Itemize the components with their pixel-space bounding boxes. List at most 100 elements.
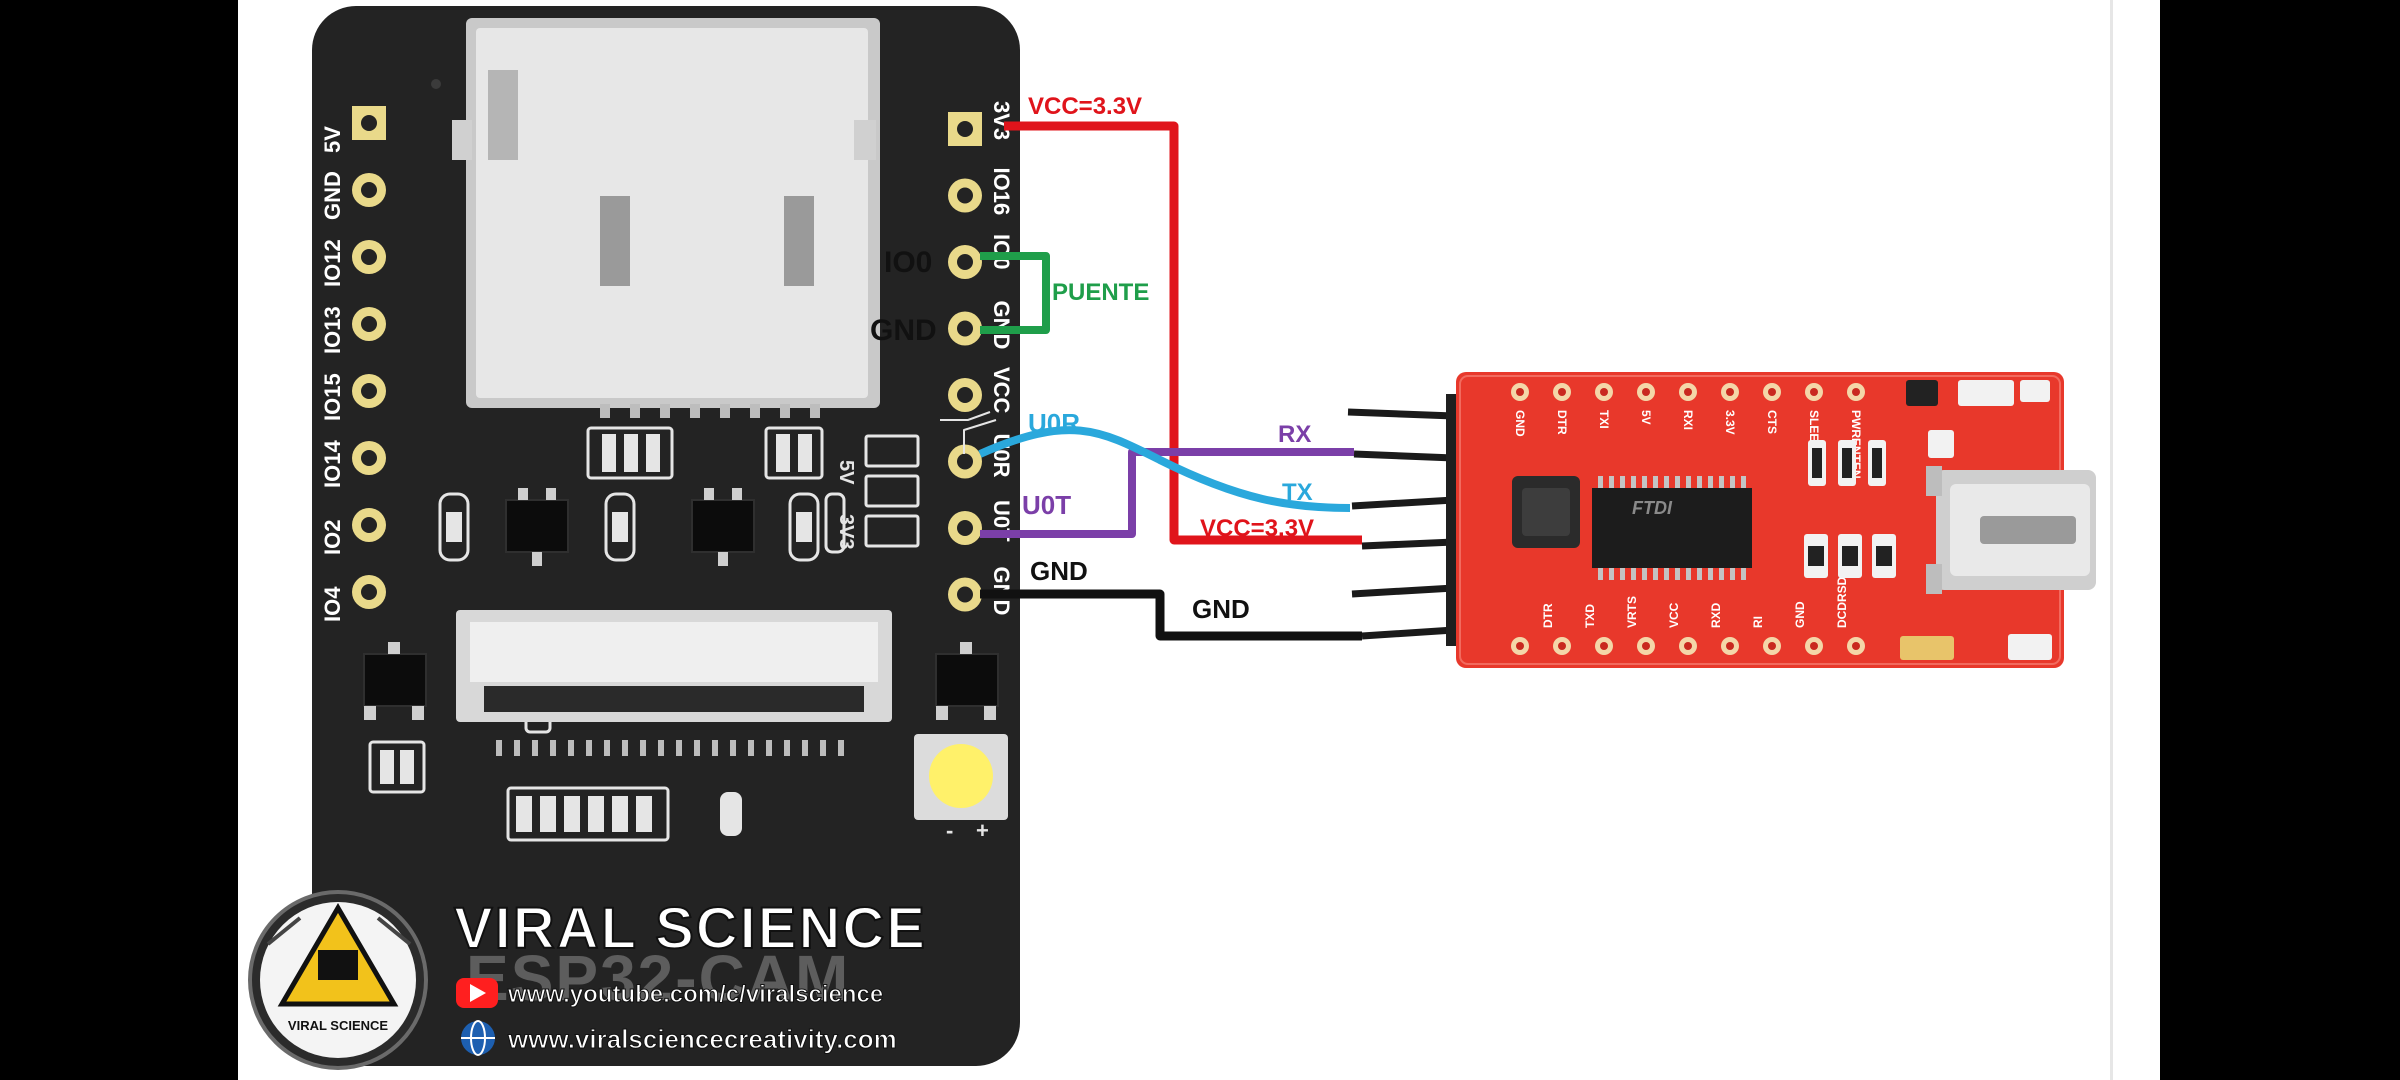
- ftdi-bottom-label: TXD: [1583, 604, 1597, 628]
- ftdi-top-label: DTR: [1555, 410, 1569, 435]
- esp32-left-pin-label: IO2: [320, 520, 345, 555]
- ftdi-bottom-label: RI: [1751, 616, 1765, 628]
- label-gnd-left: GND: [870, 314, 937, 347]
- chip-leg: [1664, 568, 1669, 580]
- logo-chip-icon: [318, 950, 358, 980]
- board-silk-3v3: 3V3: [835, 514, 857, 550]
- ftdi-chip-label: FTDI: [1632, 498, 1673, 518]
- flash-led: - +: [914, 734, 1008, 843]
- chip-leg: [1609, 568, 1614, 580]
- chip-leg: [1697, 476, 1702, 488]
- chip-leg: [1598, 476, 1603, 488]
- chip-leg: [1609, 476, 1614, 488]
- youtube-url[interactable]: www.youtube.com/c/viralscience: [507, 981, 884, 1009]
- right-pads: [948, 178, 982, 612]
- board-silk-5v: 5V: [835, 460, 857, 485]
- wire-vcc: [1004, 121, 1362, 545]
- wire-u0r-tx: [978, 426, 1351, 512]
- chip-leg: [1631, 476, 1636, 488]
- esp32-left-pin-label: IO15: [320, 373, 345, 421]
- esp32-left-pin-label: GND: [320, 171, 345, 220]
- chip-leg: [1675, 568, 1680, 580]
- ftdi-chip-body: [1592, 488, 1752, 568]
- label-rx: RX: [1278, 421, 1311, 448]
- chip-leg: [1741, 568, 1746, 580]
- label-tx: TX: [1282, 479, 1313, 506]
- chip-leg: [1730, 568, 1735, 580]
- chip-leg: [1675, 476, 1680, 488]
- chip-leg: [1697, 568, 1702, 580]
- esp32-left-pin-label: IO4: [320, 586, 345, 622]
- logo-probe-icon: [266, 916, 302, 946]
- chip-leg: [1741, 476, 1746, 488]
- ftdi-top-label: CTS: [1765, 410, 1779, 434]
- label-vcc-top: VCC=3.3V: [1028, 93, 1142, 120]
- smd-row-fill: [380, 750, 742, 836]
- ftdi-bottom-label: DTR: [1541, 603, 1555, 628]
- ftdi-header-pins: [1347, 408, 1455, 640]
- ftdi-top-label: 5V: [1639, 410, 1653, 425]
- label-io0: IO0: [884, 246, 932, 279]
- wire-labels: VCC=3.3V IO0 GND PUENTE U0R U0T GND RX T…: [870, 93, 1314, 624]
- chip-leg: [1620, 568, 1625, 580]
- esp32-cam-board: - + 5V 3V3 ESP32-CAM 5VGNDIO12IO13IO15IO…: [312, 6, 1020, 1066]
- chip-leg: [1686, 568, 1691, 580]
- silk-line: [940, 411, 991, 421]
- ftdi-top-label: TXI: [1597, 410, 1611, 429]
- label-gnd-wire: GND: [1030, 556, 1088, 586]
- wires: [963, 121, 1362, 641]
- chip-leg: [1642, 568, 1647, 580]
- ftdi-top-label: SLEEP: [1807, 410, 1821, 449]
- chip-leg: [1642, 476, 1647, 488]
- ftdi-bottom-pads: [1511, 637, 1865, 655]
- ftdi-chip: FTDI: [1592, 476, 1752, 580]
- board-name: ESP32-CAM: [466, 942, 850, 1014]
- letterbox-left: [0, 0, 238, 1080]
- chip-leg: [1653, 568, 1658, 580]
- chip-leg: [1631, 568, 1636, 580]
- ftdi-bottom-label: DCDRSD: [1835, 576, 1849, 628]
- label-gnd-bottom: GND: [1192, 594, 1250, 624]
- chip-leg: [1598, 568, 1603, 580]
- smd-row: [368, 740, 670, 842]
- logo-text: VIRAL SCIENCE: [288, 1018, 388, 1033]
- mini-usb-port: [1926, 466, 2096, 594]
- silk-3v3: 3V3: [835, 514, 857, 550]
- website-url[interactable]: www.viralsciencecreativity.com: [507, 1024, 898, 1055]
- chip-leg: [1708, 568, 1713, 580]
- ftdi-component-fills: [1808, 448, 1892, 566]
- chip-leg: [1686, 476, 1691, 488]
- logo-tool-icon: [376, 916, 412, 946]
- chip-leg: [1664, 476, 1669, 488]
- esp32-right-pin-label: 3V3: [989, 101, 1014, 140]
- wire-u0t-rx: [980, 448, 1354, 538]
- chip-leg: [1719, 476, 1724, 488]
- ftdi-top-label: GND: [1513, 410, 1527, 437]
- led-plus: +: [976, 818, 989, 843]
- esp32-left-pin-label: IO13: [320, 306, 345, 354]
- chip-leg: [1719, 568, 1724, 580]
- esp32-right-pin-label: IO16: [989, 168, 1014, 216]
- left-pads: [352, 173, 386, 609]
- esp32-right-pin-label: GND: [989, 301, 1014, 350]
- letterbox-right: [2160, 0, 2400, 1080]
- esp32-left-pin-label: IO12: [320, 239, 345, 287]
- watermark-title: VIRAL SCIENCE: [454, 896, 927, 961]
- label-vcc-bottom: VCC=3.3V: [1200, 515, 1314, 542]
- ftdi-top-label: RXI: [1681, 410, 1695, 430]
- camera-connector: [456, 610, 892, 756]
- transistor-legs: [364, 488, 996, 720]
- ftdi-top-label: 3.3V: [1723, 410, 1737, 435]
- ftdi-bottom-label: GND: [1793, 601, 1807, 628]
- esp32-right-pin-label: IO0: [989, 234, 1014, 269]
- smd-fills: [446, 434, 812, 542]
- silk-u0r: [963, 419, 997, 454]
- ftdi-bottom-label: VCC: [1667, 602, 1681, 628]
- label-u0t: U0T: [1022, 490, 1071, 520]
